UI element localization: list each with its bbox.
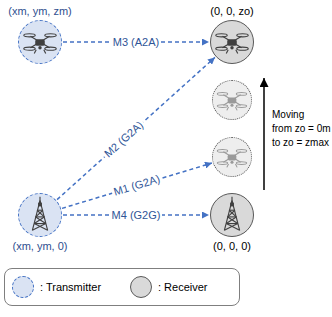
receiver-node: (0, 0, zo): [210, 20, 254, 64]
transmitter-node: (xm, ym, 0): [18, 193, 62, 237]
moving-arrow: [263, 78, 265, 190]
node-circle: [212, 137, 252, 177]
receiver-node: [212, 80, 252, 120]
node-circle: [210, 193, 254, 237]
coordinate-label: (xm, ym, zm): [8, 5, 72, 17]
link-arrow: [57, 57, 215, 199]
drone-icon: [213, 138, 251, 176]
coordinate-label: (xm, ym, 0): [13, 240, 68, 252]
tower-icon: [19, 194, 61, 236]
drone-icon: [19, 21, 61, 63]
legend-text: : Receiver: [158, 280, 208, 294]
node-circle: [212, 80, 252, 120]
motion-note: Moving: [272, 108, 304, 121]
drone-icon: [211, 21, 253, 63]
legend-text: : Transmitter: [40, 280, 101, 294]
coordinate-label: (0, 0, 0): [213, 240, 251, 252]
tower-icon: [211, 194, 253, 236]
link-label: M3 (A2A): [111, 36, 161, 49]
link-label: M4 (G2G): [110, 209, 163, 222]
link-label: M1 (G2A): [110, 172, 163, 199]
node-circle: [18, 193, 62, 237]
node-circle: [18, 20, 62, 64]
node-circle: [210, 20, 254, 64]
motion-note: from zo = 0m: [272, 122, 331, 135]
receiver-node: [212, 137, 252, 177]
legend-sample: [130, 276, 152, 298]
link-label: M2 (G2A): [100, 118, 147, 162]
receiver-node: (0, 0, 0): [210, 193, 254, 237]
link-arrow: [62, 163, 212, 208]
drone-icon: [213, 81, 251, 119]
legend-sample: [12, 276, 34, 298]
transmitter-node: (xm, ym, zm): [18, 20, 62, 64]
motion-note: to zo = zmax: [272, 136, 329, 149]
coordinate-label: (0, 0, zo): [210, 5, 253, 17]
